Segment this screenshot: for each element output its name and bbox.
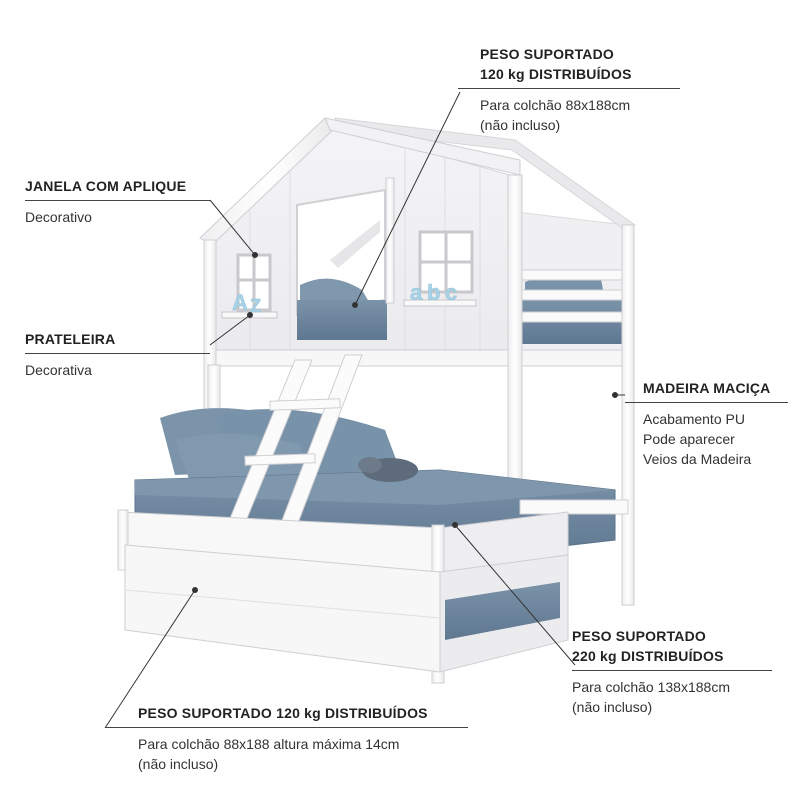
callout-shelf-desc: Decorativa: [25, 362, 92, 378]
callout-top-weight-desc-2: (não incluso): [480, 117, 561, 133]
callout-middle-weight-desc-2: (não incluso): [572, 699, 653, 715]
callout-wood-rule: [625, 402, 788, 403]
callout-middle-weight-rule: [572, 670, 772, 671]
bottom-bed: [117, 354, 629, 684]
callout-middle-weight-title-2: 220 kg DISTRIBUÍDOS: [572, 648, 724, 664]
callout-trundle-weight: PESO SUPORTADO 120 kg DISTRIBUÍDOS Para …: [105, 703, 468, 774]
callout-top-weight-desc-1: Para colchão 88x188cm: [480, 97, 631, 113]
callout-window-rule: [25, 200, 210, 201]
callout-middle-weight: PESO SUPORTADO 220 kg DISTRIBUÍDOS Para …: [572, 626, 772, 717]
callout-window-desc: Decorativo: [25, 209, 92, 225]
callout-shelf: PRATELEIRA Decorativa: [25, 329, 210, 380]
callout-trundle-weight-desc-2: (não incluso): [138, 756, 219, 772]
callout-wood-title: MADEIRA MACIÇA: [643, 380, 771, 396]
svg-text:A: A: [232, 290, 248, 315]
callout-middle-weight-title-1: PESO SUPORTADO: [572, 628, 707, 644]
house-top-bunk: A Z a b c: [199, 117, 636, 606]
callout-trundle-weight-title: PESO SUPORTADO 120 kg DISTRIBUÍDOS: [138, 705, 428, 721]
callout-wood-desc-2: Pode aparecer: [643, 431, 735, 447]
trundle-bed: [124, 544, 569, 673]
callout-window-title: JANELA COM APLIQUE: [25, 178, 187, 194]
callout-top-weight-title-2: 120 kg DISTRIBUÍDOS: [480, 66, 632, 82]
callout-window: JANELA COM APLIQUE Decorativo: [25, 176, 210, 227]
callout-trundle-weight-desc-1: Para colchão 88x188 altura máxima 14cm: [138, 736, 400, 752]
callout-wood-desc-1: Acabamento PU: [643, 411, 745, 427]
callout-shelf-rule: [25, 353, 210, 354]
callout-wood: MADEIRA MACIÇA Acabamento PU Pode aparec…: [625, 378, 788, 469]
callout-leaders: [104, 91, 625, 729]
svg-text:b: b: [427, 280, 440, 305]
callout-wood-desc-3: Veios da Madeira: [643, 451, 752, 467]
svg-text:a: a: [410, 280, 423, 305]
callout-top-weight: PESO SUPORTADO 120 kg DISTRIBUÍDOS Para …: [458, 44, 680, 135]
callout-trundle-weight-rule: [105, 727, 468, 728]
callout-top-weight-rule: [458, 88, 680, 89]
callout-top-weight-title-1: PESO SUPORTADO: [480, 46, 615, 62]
callout-middle-weight-desc-1: Para colchão 138x188cm: [572, 679, 730, 695]
callout-shelf-title: PRATELEIRA: [25, 331, 116, 347]
svg-text:c: c: [445, 280, 457, 305]
svg-text:Z: Z: [250, 296, 261, 316]
